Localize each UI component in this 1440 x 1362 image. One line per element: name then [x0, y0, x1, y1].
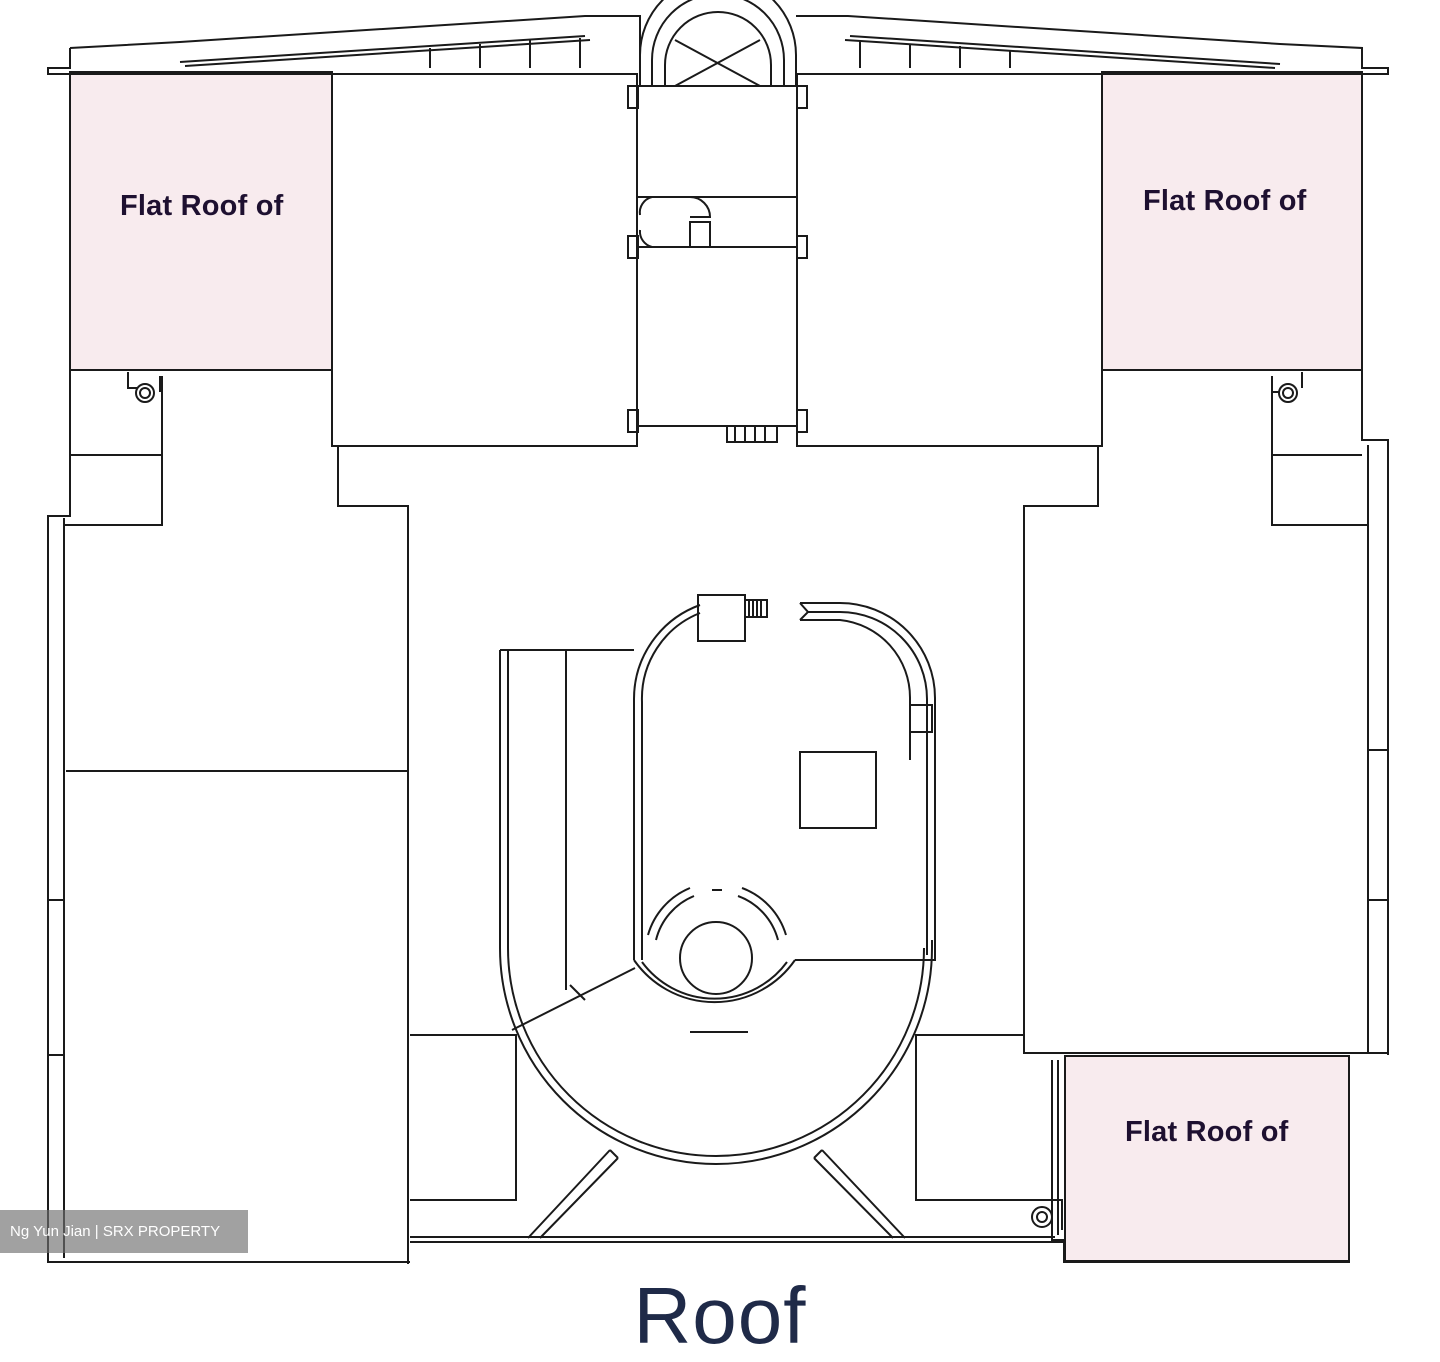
flat-roof-se — [1064, 1055, 1350, 1262]
flat-roof-areas — [69, 71, 1363, 1262]
main-walls — [47, 74, 1389, 1264]
flat-roof-label-se: Flat Roof of — [1125, 1116, 1289, 1148]
flat-roof-label-nw: Flat Roof of — [120, 190, 284, 222]
flat-roof-ne — [1101, 71, 1363, 371]
central-core — [499, 594, 936, 1165]
drain-fixtures — [127, 372, 1303, 1230]
top-semicircle-stair — [639, 0, 797, 87]
central-top-shaft — [627, 85, 808, 443]
watermark-credit: Ng Yun Jian | SRX PROPERTY — [0, 1210, 248, 1253]
top-canopy — [47, 15, 1389, 75]
bottom-stair-ticks — [609, 1149, 823, 1159]
plan-caption: Roof — [633, 1271, 807, 1360]
flat-roof-nw — [69, 71, 333, 371]
flat-roof-label-ne: Flat Roof of — [1143, 185, 1307, 217]
upper-blocks — [331, 73, 1103, 447]
